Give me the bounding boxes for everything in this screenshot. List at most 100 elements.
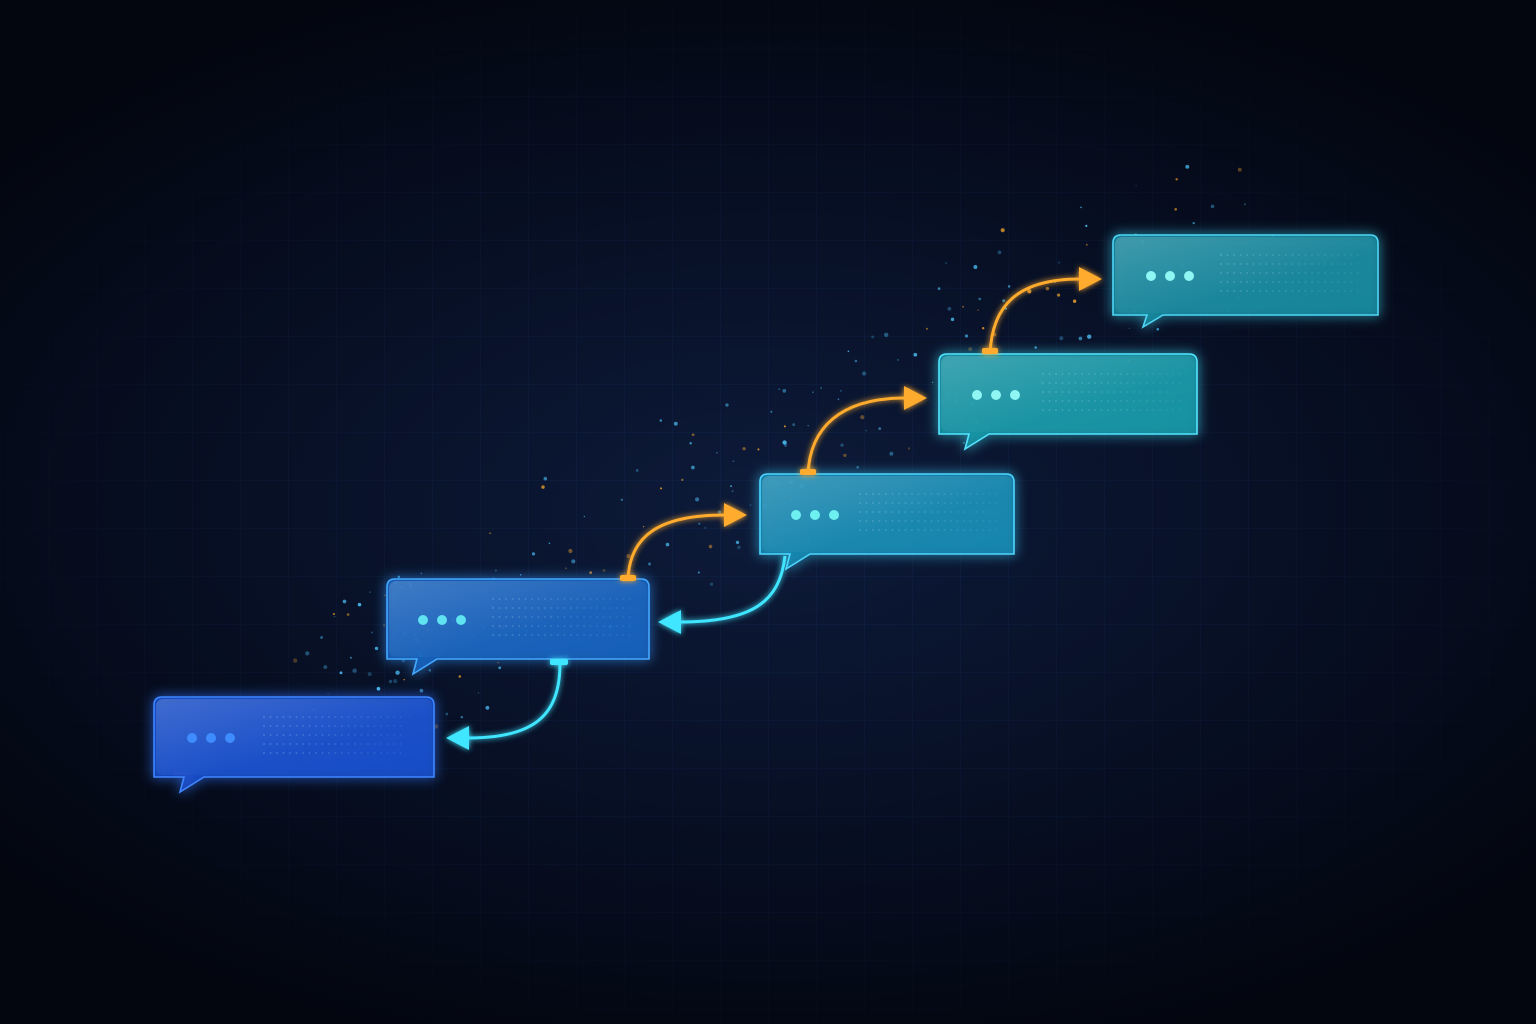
particle: [320, 636, 324, 639]
placeholder-dot: [609, 634, 611, 636]
placeholder-dot: [1285, 281, 1287, 283]
particle: [1057, 293, 1061, 297]
placeholder-dot: [1304, 272, 1307, 274]
placeholder-dot: [1311, 254, 1313, 256]
placeholder-dot: [347, 725, 350, 727]
placeholder-dot: [1094, 400, 1096, 402]
placeholder-dot: [295, 743, 298, 745]
particle: [460, 715, 464, 719]
placeholder-dot: [885, 529, 887, 531]
particle: [388, 679, 393, 684]
typing-dot: [187, 733, 197, 743]
placeholder-dot: [1055, 400, 1057, 402]
placeholder-dot: [1246, 290, 1248, 292]
placeholder-dot: [1291, 263, 1294, 265]
placeholder-dot: [963, 529, 965, 531]
placeholder-dot: [576, 616, 579, 618]
placeholder-dot: [1259, 272, 1261, 274]
particle: [1244, 203, 1246, 206]
particle: [659, 419, 663, 422]
placeholder-dot: [347, 752, 350, 754]
placeholder-dot: [393, 734, 395, 736]
particle: [947, 306, 952, 311]
particle: [1237, 167, 1242, 172]
bubble-sheen: [156, 699, 432, 775]
placeholder-dot: [393, 752, 395, 754]
placeholder-dot: [924, 502, 926, 504]
placeholder-dot: [622, 616, 624, 618]
placeholder-dot: [367, 743, 369, 745]
placeholder-dot: [1350, 254, 1352, 256]
placeholder-dot: [989, 493, 991, 495]
placeholder-dot: [1087, 391, 1090, 393]
placeholder-dot: [282, 743, 285, 745]
placeholder-dot: [498, 625, 501, 627]
particle: [497, 662, 499, 664]
placeholder-dot: [1087, 373, 1090, 375]
placeholder-dot: [865, 493, 868, 495]
placeholder-dot: [524, 634, 527, 636]
placeholder-dot: [1178, 373, 1181, 375]
placeholder-dot: [1311, 272, 1313, 274]
particle: [665, 542, 670, 547]
placeholder-dot: [1107, 373, 1109, 375]
placeholder-dot: [1356, 272, 1359, 274]
placeholder-dot: [302, 725, 304, 727]
placeholder-dot: [1252, 272, 1255, 274]
placeholder-dot: [615, 598, 618, 600]
placeholder-dot: [872, 529, 874, 531]
placeholder-dot: [1107, 400, 1109, 402]
particle: [1185, 164, 1190, 169]
placeholder-dot: [1246, 281, 1248, 283]
placeholder-dot: [1165, 382, 1168, 384]
particle: [1174, 207, 1178, 211]
placeholder-dot: [963, 520, 965, 522]
placeholder-dot: [557, 634, 559, 636]
placeholder-dot: [570, 607, 572, 609]
placeholder-dot: [308, 716, 311, 718]
placeholder-dot: [1107, 382, 1109, 384]
particle: [710, 582, 714, 586]
particle: [519, 574, 522, 576]
placeholder-dot: [531, 598, 533, 600]
placeholder-dot: [492, 634, 494, 636]
placeholder-dot: [334, 752, 337, 754]
placeholder-dot: [943, 529, 946, 531]
placeholder-dot: [911, 520, 913, 522]
placeholder-dot: [557, 598, 559, 600]
particle: [871, 335, 875, 339]
placeholder-dot: [1074, 373, 1077, 375]
placeholder-dot: [399, 743, 402, 745]
placeholder-dot: [492, 607, 494, 609]
forward-arrow-icon: [982, 267, 1102, 355]
typing-dot: [991, 390, 1001, 400]
placeholder-dot: [1139, 391, 1142, 393]
particle: [732, 460, 735, 463]
placeholder-dot: [1068, 409, 1070, 411]
placeholder-dot: [315, 716, 317, 718]
placeholder-dot: [589, 607, 592, 609]
particle: [434, 724, 439, 729]
placeholder-dot: [1055, 373, 1057, 375]
placeholder-dot: [498, 598, 501, 600]
chat-bubble: [1112, 234, 1379, 329]
particle: [856, 465, 860, 469]
placeholder-dot: [1252, 254, 1255, 256]
particle: [896, 358, 900, 361]
placeholder-dot: [321, 725, 324, 727]
placeholder-text-lines: [492, 598, 631, 636]
placeholder-dot: [937, 493, 939, 495]
particle: [1007, 285, 1011, 288]
placeholder-dot: [1126, 391, 1129, 393]
placeholder-dot: [550, 607, 553, 609]
placeholder-dot: [583, 616, 585, 618]
placeholder-dot: [1061, 400, 1064, 402]
placeholder-dot: [360, 752, 363, 754]
particle: [357, 602, 362, 607]
placeholder-dot: [1113, 382, 1116, 384]
placeholder-dot: [1272, 263, 1274, 265]
placeholder-dot: [328, 743, 330, 745]
typing-dot: [1165, 271, 1175, 281]
placeholder-dot: [393, 743, 395, 745]
placeholder-dot: [602, 625, 605, 627]
